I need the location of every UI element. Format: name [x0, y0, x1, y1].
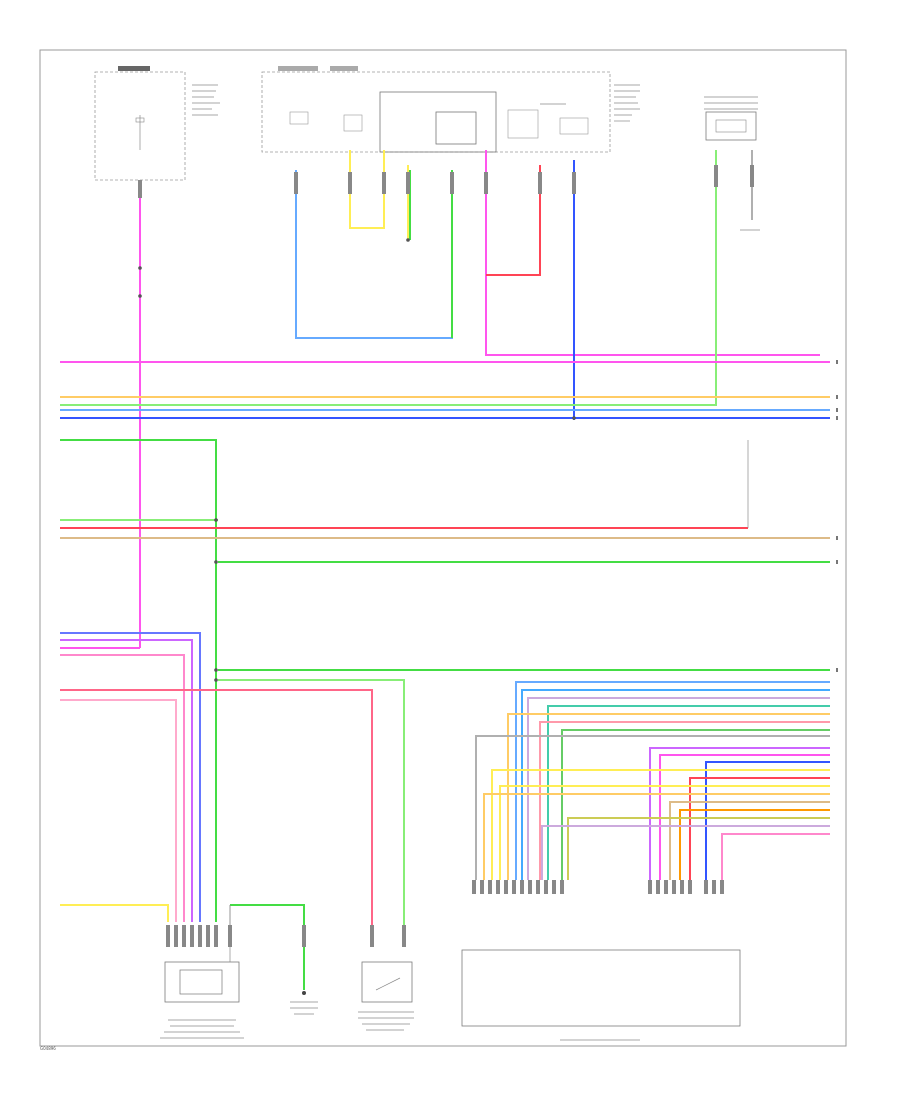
diagram-frame [39, 49, 847, 1047]
component-bottom-left [160, 905, 244, 1039]
component-top-middle [261, 66, 640, 153]
component-bottom-middle [358, 961, 414, 1031]
wire-pink-mid [485, 150, 820, 356]
connector-row-bottom [472, 880, 724, 894]
connector-row-top [138, 165, 754, 198]
bus-green-1 [60, 439, 217, 922]
component-top-right [704, 96, 760, 231]
wire-yellow [349, 150, 385, 229]
bus-blue-left [60, 632, 201, 922]
bus-red-2 [60, 689, 373, 925]
splice-points [138, 238, 576, 682]
wire-green-right [60, 150, 717, 406]
terminal-ticks-right [836, 360, 838, 672]
component-top-left [94, 66, 220, 181]
wire-yellow-low [60, 904, 169, 922]
wire-red-mid [486, 165, 541, 276]
bus-green-5 [218, 679, 405, 925]
connector-row-left [166, 925, 406, 947]
bus-pink-left [60, 654, 185, 922]
component-bottom-ground [290, 991, 318, 1015]
footer-code: G04896 [40, 1046, 56, 1051]
wire-blue-loop [295, 170, 453, 339]
bus-pink-2 [60, 699, 177, 922]
component-bottom-right-module [461, 949, 741, 1041]
bus-violet-left [60, 639, 193, 922]
harness-right [475, 681, 830, 880]
